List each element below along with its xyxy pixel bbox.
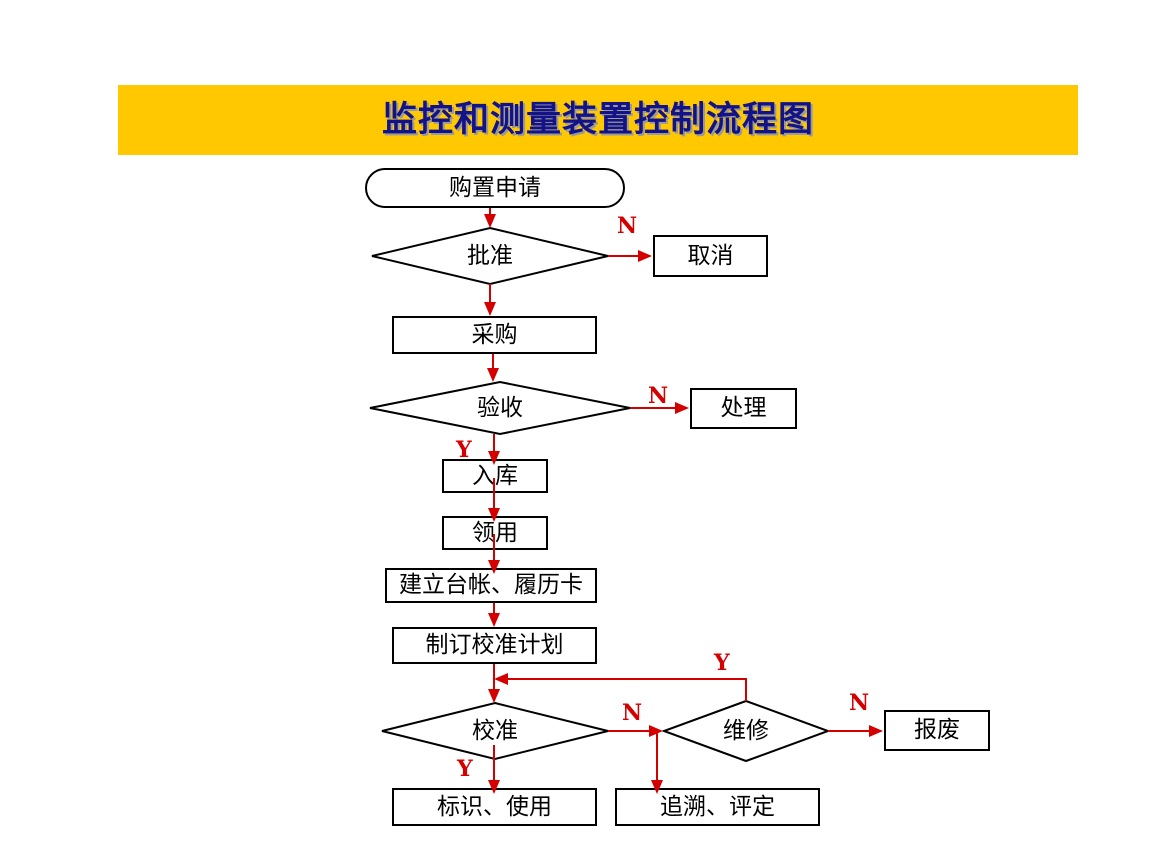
- node-ledger-card[interactable]: 建立台帐、履历卡: [385, 568, 597, 603]
- branch-label-repair-no: N: [849, 690, 870, 716]
- node-repair[interactable]: 维修: [664, 719, 828, 743]
- node-handle-label: 处理: [720, 395, 767, 421]
- node-calibration-label: 校准: [472, 717, 518, 744]
- node-calibration[interactable]: 校准: [382, 719, 608, 743]
- node-trace-evaluate[interactable]: 追溯、评定: [615, 788, 820, 826]
- page-title: 监控和测量装置控制流程图: [381, 99, 814, 140]
- node-identify-use[interactable]: 标识、使用: [392, 788, 597, 826]
- node-purchase-request-label: 购置申请: [449, 174, 541, 201]
- node-requisition[interactable]: 领用: [442, 516, 548, 550]
- branch-label-calibration-yes: Y: [457, 756, 473, 782]
- node-scrap[interactable]: 报废: [884, 710, 990, 751]
- node-handle[interactable]: 处理: [690, 388, 797, 429]
- node-purchase-request[interactable]: 购置申请: [365, 168, 625, 208]
- node-scrap-label: 报废: [914, 717, 960, 743]
- branch-label-calibration-no: N: [622, 700, 643, 726]
- branch-label-approval-no: N: [617, 213, 638, 239]
- node-identify-use-label: 标识、使用: [437, 793, 552, 820]
- node-warehousing-label: 入库: [472, 462, 518, 489]
- node-calibration-plan[interactable]: 制订校准计划: [392, 627, 597, 664]
- node-cancel-label: 取消: [687, 242, 734, 269]
- node-warehousing[interactable]: 入库: [442, 459, 548, 493]
- branch-label-acceptance-yes: Y: [456, 437, 472, 463]
- branch-label-acceptance-no: N: [648, 383, 669, 409]
- node-procurement-label: 采购: [471, 321, 518, 348]
- node-approval-label: 批准: [467, 242, 513, 269]
- node-approval[interactable]: 批准: [372, 244, 608, 268]
- node-calibration-plan-label: 制订校准计划: [425, 632, 564, 658]
- node-ledger-card-label: 建立台帐、履历卡: [399, 572, 583, 598]
- node-repair-label: 维修: [723, 717, 769, 744]
- node-acceptance[interactable]: 验收: [370, 396, 630, 420]
- branch-label-repair-yes: Y: [714, 650, 730, 676]
- node-requisition-label: 领用: [472, 519, 518, 546]
- arrow-repair-yes-feedback-to-calibration: [494, 673, 747, 701]
- title-banner: 监控和测量装置控制流程图: [118, 85, 1078, 155]
- node-procurement[interactable]: 采购: [392, 316, 597, 354]
- node-trace-evaluate-label: 追溯、评定: [660, 793, 775, 820]
- node-acceptance-label: 验收: [477, 394, 523, 421]
- node-cancel[interactable]: 取消: [653, 235, 768, 277]
